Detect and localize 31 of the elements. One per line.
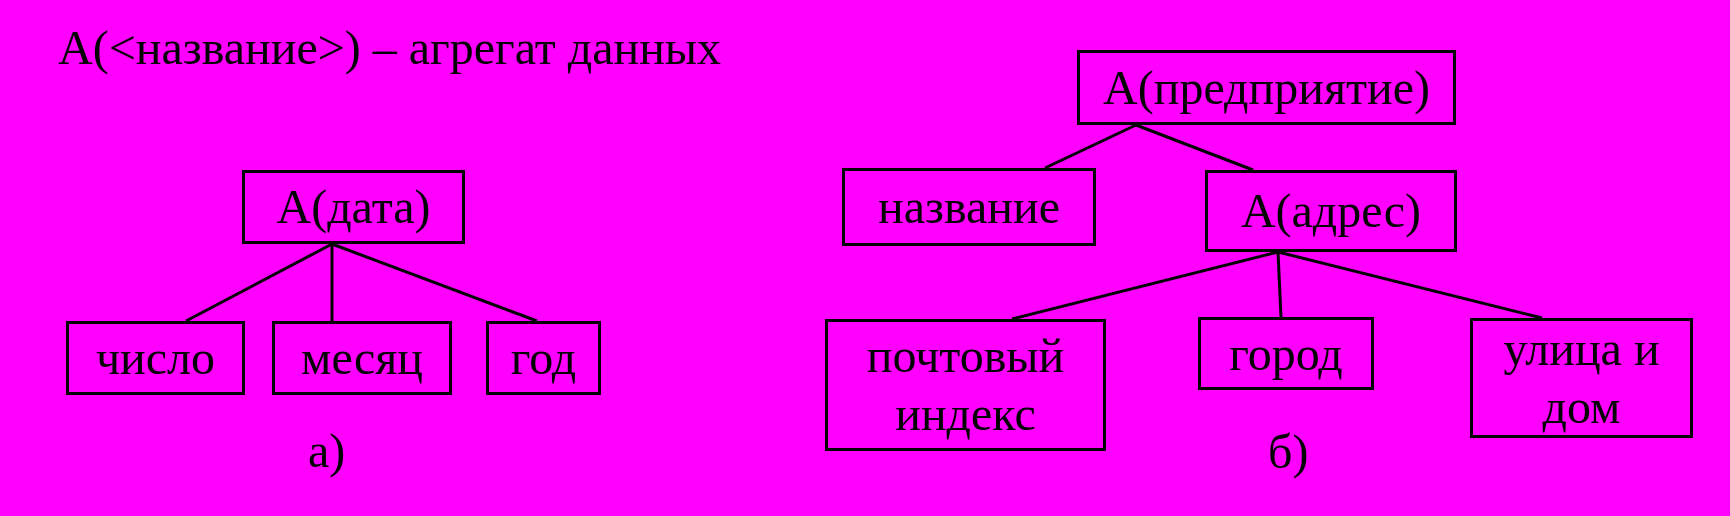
connector-line [1011, 250, 1279, 321]
title: A(<название>) – агрегат данных [58, 20, 722, 77]
connector-line [330, 244, 334, 321]
node-box [242, 170, 465, 244]
node-box [272, 321, 452, 395]
box-label: месяц [301, 330, 423, 387]
node-box [1077, 50, 1456, 125]
node-box [66, 321, 245, 395]
node-box [842, 168, 1096, 246]
node-box [1198, 317, 1374, 390]
box-label: название [878, 179, 1060, 236]
box-label: число [95, 330, 216, 387]
box-label: A(адрес) [1240, 183, 1422, 240]
box-label: A(дата) [276, 179, 431, 236]
connector-line [1135, 123, 1254, 172]
box-label: почтовый индекс [865, 328, 1066, 442]
box-label: год [510, 330, 577, 387]
box-label: A(предприятие) [1103, 59, 1430, 117]
connector-line [1277, 250, 1543, 320]
node-box [1205, 170, 1457, 252]
node-box [1470, 318, 1693, 438]
connector-line [185, 242, 333, 323]
panel-label: а) [308, 423, 346, 479]
box-label: улица и дом [1502, 321, 1661, 435]
box-label: город [1229, 325, 1343, 382]
panel-label: б) [1268, 424, 1309, 481]
connector-line [1276, 251, 1283, 318]
node-box [825, 319, 1106, 451]
node-box [486, 321, 601, 395]
connector-line [1044, 123, 1137, 170]
connector-line [331, 242, 538, 323]
